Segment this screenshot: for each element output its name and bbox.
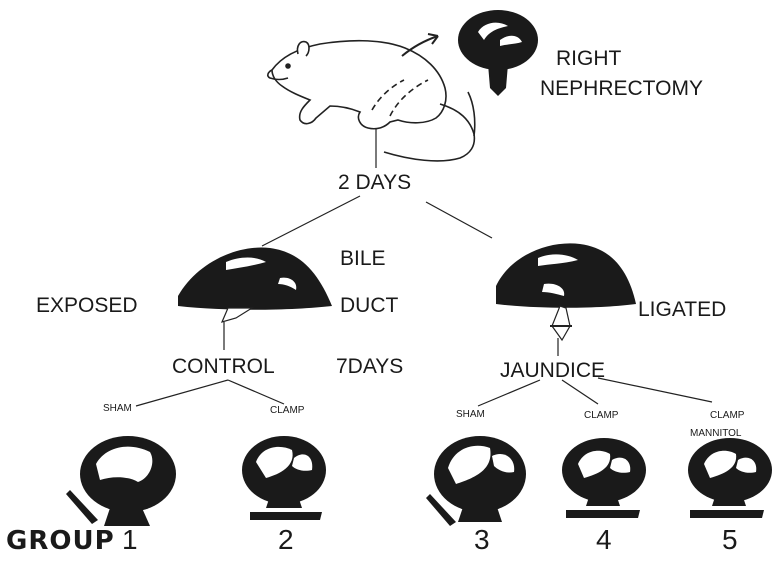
kidney-group-5-icon	[688, 438, 772, 518]
bile-label: BILE	[340, 248, 386, 269]
seven-days-label: 7DAYS	[336, 356, 403, 377]
group-number-2: 2	[278, 526, 294, 554]
group-number-5: 5	[722, 526, 738, 554]
exposed-label: EXPOSED	[36, 295, 138, 316]
liver-ligated-icon	[496, 243, 636, 340]
kidney-group-3-icon	[426, 436, 526, 526]
clamp-label-5: CLAMP	[710, 411, 744, 421]
group-number-4: 4	[596, 526, 612, 554]
kidney-group-1-icon	[66, 436, 176, 526]
liver-exposed-icon	[178, 247, 332, 322]
mannitol-label-5: MANNITOL	[690, 429, 742, 439]
group-label: GROUP	[6, 528, 115, 554]
clamp-label-4: CLAMP	[584, 411, 618, 421]
nephrectomy-label-line2: NEPHRECTOMY	[540, 78, 703, 99]
nephrectomy-label-line1: RIGHT	[556, 48, 621, 69]
kidney-group-4-icon	[562, 438, 646, 518]
rat-illustration	[268, 41, 475, 161]
clamp-label-2: CLAMP	[270, 406, 304, 416]
sham-label-3: SHAM	[456, 410, 485, 420]
group-number-3: 3	[474, 526, 490, 554]
ligated-label: LIGATED	[638, 299, 726, 320]
jaundice-label: JAUNDICE	[500, 360, 605, 381]
duct-label: DUCT	[340, 295, 398, 316]
control-label: CONTROL	[172, 356, 275, 377]
kidney-group-2-icon	[242, 436, 326, 520]
sham-label-1: SHAM	[103, 404, 132, 414]
group-number-1: 1	[122, 526, 138, 554]
nephrectomy-arrow	[402, 34, 438, 56]
two-days-label: 2 DAYS	[338, 172, 411, 193]
removed-kidney-icon	[458, 10, 538, 96]
